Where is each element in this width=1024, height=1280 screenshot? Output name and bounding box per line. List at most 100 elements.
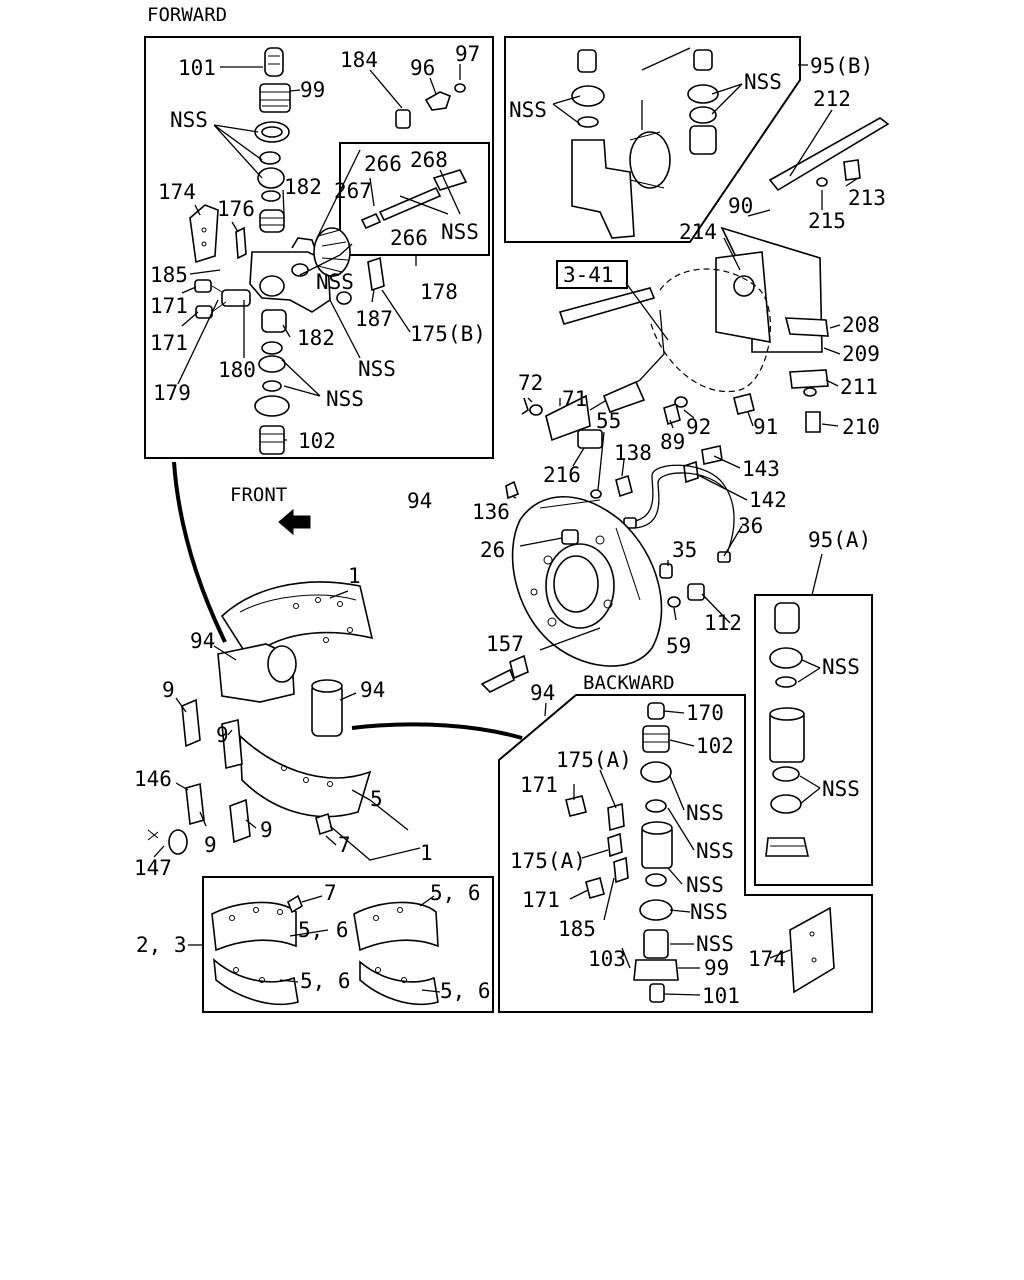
callout: 55	[596, 409, 621, 433]
callout: 209	[842, 342, 880, 366]
callout: 5, 6	[298, 918, 349, 942]
brake-shoe-assembly	[147, 581, 374, 855]
callout: 213	[848, 186, 886, 210]
callout: 90	[728, 194, 753, 218]
backward-wedge-stack	[565, 702, 679, 1003]
callout: 266	[364, 152, 402, 176]
leader-lines	[153, 64, 859, 996]
callout: 142	[749, 488, 787, 512]
callout: NSS	[326, 387, 364, 411]
backing-plate-assembly	[480, 480, 705, 693]
callout: NSS	[690, 900, 728, 924]
callout: 99	[300, 78, 325, 102]
lining-kit-parts	[211, 894, 439, 1006]
callout: 187	[355, 307, 393, 331]
callout: NSS	[170, 108, 208, 132]
callout: 94	[360, 678, 385, 702]
callout: NSS	[744, 70, 782, 94]
anchor-pin-95b-parts	[571, 47, 719, 239]
callout: NSS	[316, 270, 354, 294]
forward-wedge-stack	[254, 47, 291, 455]
callout: 210	[842, 415, 880, 439]
callout: NSS	[822, 777, 860, 801]
callout: 1	[420, 841, 433, 865]
callout: 7	[324, 881, 337, 905]
callout: 5, 6	[300, 969, 351, 993]
front-arrow-icon	[278, 508, 311, 536]
callout: 95(A)	[808, 528, 871, 552]
callout: 178	[420, 280, 458, 304]
callout: 171	[522, 888, 560, 912]
callout: 147	[134, 856, 172, 880]
callout: NSS	[358, 357, 396, 381]
callout: 212	[813, 87, 851, 111]
callout: 182	[297, 326, 335, 350]
callout: 171	[150, 331, 188, 355]
callout: 175(A)	[556, 748, 632, 772]
callout: 9	[204, 833, 217, 857]
callout: 59	[666, 634, 691, 658]
callout: 99	[704, 956, 729, 980]
callout: 171	[520, 773, 558, 797]
callout: NSS	[509, 98, 547, 122]
callout: 97	[455, 42, 480, 66]
callout: 35	[672, 538, 697, 562]
callout: NSS	[696, 932, 734, 956]
connector-curve-forward	[172, 461, 227, 643]
callout: 96	[410, 56, 435, 80]
linkage-detail-frame	[339, 142, 490, 256]
callout: 171	[150, 294, 188, 318]
callout: NSS	[686, 873, 724, 897]
callout: 9	[216, 723, 229, 747]
callout-labels: 101 99 NSS 174 176 182 185 171 171 179 1…	[134, 42, 886, 1008]
forward-wheel-cylinder	[194, 227, 351, 319]
callout: 174	[748, 947, 786, 971]
forward-linkage-parts	[235, 83, 468, 305]
callout: 9	[260, 818, 273, 842]
callout: 170	[686, 701, 724, 725]
callout: 215	[808, 209, 846, 233]
ref-box-label: 3-41	[563, 263, 614, 287]
callout: 146	[134, 767, 172, 791]
callout: 211	[840, 375, 878, 399]
callout: 94	[530, 681, 555, 705]
callout: 216	[543, 463, 581, 487]
callout: 143	[742, 457, 780, 481]
callout: 208	[842, 313, 880, 337]
callout: 102	[298, 429, 336, 453]
callout: 26	[480, 538, 505, 562]
callout: 179	[153, 381, 191, 405]
callout: 2, 3	[136, 933, 187, 957]
anchor-pin-detail-frame	[504, 36, 801, 243]
callout: 112	[704, 611, 742, 635]
callout: 182	[284, 175, 322, 199]
brake-chamber-bracket	[649, 117, 890, 433]
callout: 136	[472, 500, 510, 524]
callout: 101	[702, 984, 740, 1008]
callout: 180	[218, 358, 256, 382]
ref-box-3-41	[556, 260, 628, 289]
callout: 5, 6	[430, 881, 481, 905]
callout: 92	[686, 415, 711, 439]
callout: 175(B)	[410, 322, 486, 346]
callout: 138	[614, 441, 652, 465]
heading-backward: BACKWARD	[583, 672, 675, 694]
callout: 101	[178, 56, 216, 80]
callout: 36	[738, 514, 763, 538]
callout: 1	[348, 564, 361, 588]
callout: 266	[390, 226, 428, 250]
callout: 91	[753, 415, 778, 439]
callout: 175(A)	[510, 849, 586, 873]
callout: 89	[660, 430, 685, 454]
forward-plate-174	[189, 204, 219, 264]
callout: 72	[518, 371, 543, 395]
callout: 214	[679, 220, 717, 244]
heading-forward: FORWARD	[147, 4, 227, 26]
push-rod-assembly	[521, 287, 755, 499]
backward-detail-frame	[498, 694, 873, 1013]
callout: 9	[162, 678, 175, 702]
callout: NSS	[822, 655, 860, 679]
callout: 94	[190, 629, 215, 653]
callout: 95(B)	[810, 54, 873, 78]
